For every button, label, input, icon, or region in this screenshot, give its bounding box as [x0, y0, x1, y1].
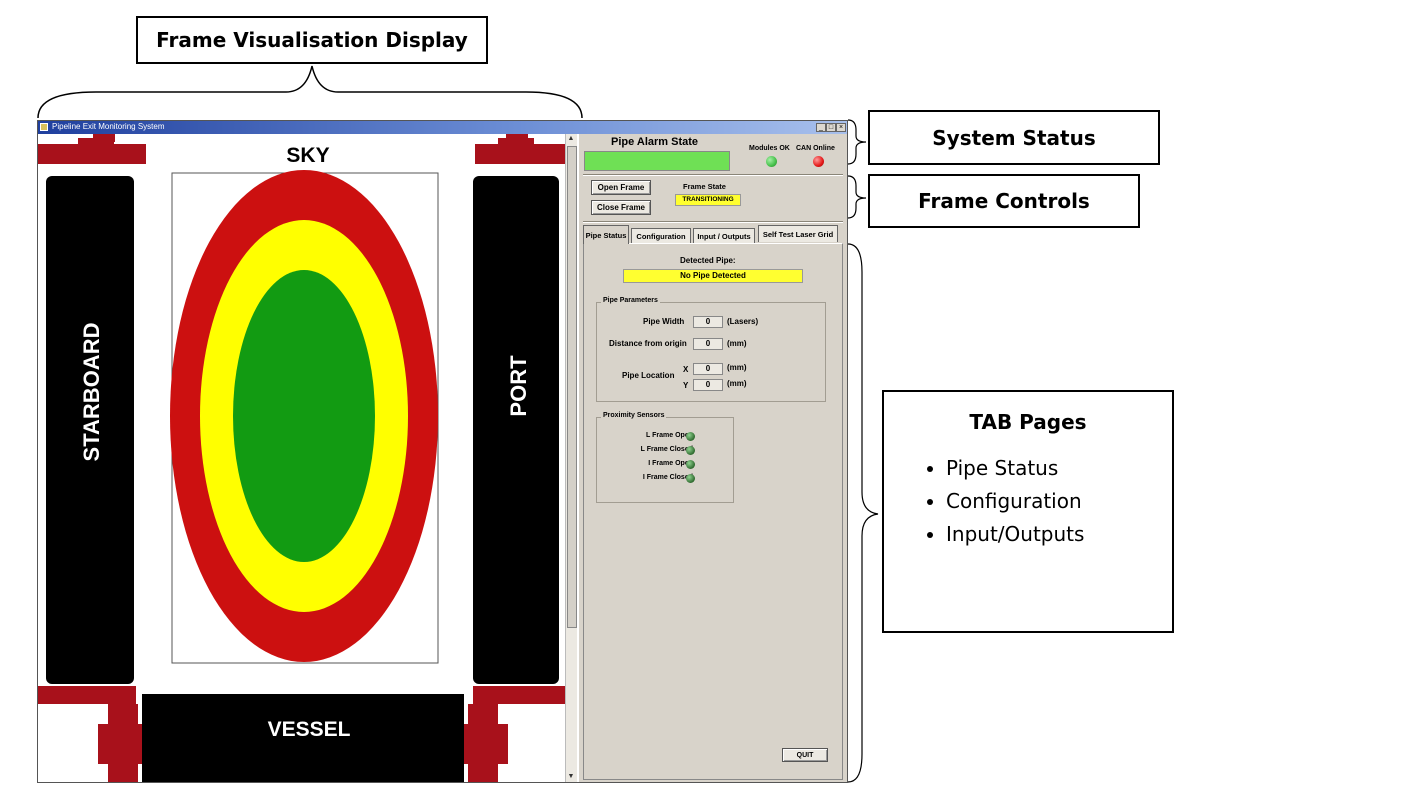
vertical-scrollbar[interactable]: ▲ ▼ [565, 134, 577, 782]
sensor-label: I Frame Open [648, 460, 693, 467]
maximize-button[interactable]: □ [826, 123, 836, 132]
tab-pages-item: Pipe Status [946, 452, 1084, 485]
pipe-location-y-field[interactable]: 0 [693, 379, 723, 391]
pipe-parameters-group: Pipe Parameters Pipe Width 0 (Lasers) Di… [596, 297, 826, 402]
tab-pages-list: Pipe Status Configuration Input/Outputs [924, 452, 1084, 551]
detected-pipe-value: No Pipe Detected [623, 269, 803, 283]
pipe-location-label: Pipe Location [622, 371, 675, 380]
sensor-led [686, 460, 695, 469]
separator [583, 221, 843, 223]
pipe-alarm-title: Pipe Alarm State [611, 136, 699, 148]
pipe-location-x-label: X [683, 365, 689, 374]
pipe-width-field[interactable]: 0 [693, 316, 723, 328]
close-button[interactable]: × [836, 123, 846, 132]
app-icon [40, 123, 48, 131]
sensor-led [686, 474, 695, 483]
pipe-parameters-title: Pipe Parameters [601, 297, 660, 304]
bracket-shape [475, 144, 565, 164]
modules-ok-label: Modules OK [749, 145, 790, 152]
frame-state-indicator: TRANSITIONING [675, 194, 741, 206]
tab-configuration[interactable]: Configuration [631, 228, 691, 244]
scroll-thumb[interactable] [567, 146, 577, 628]
sky-label: SKY [286, 144, 329, 167]
sensor-label: L Frame Open [646, 432, 693, 439]
window-titlebar[interactable]: Pipeline Exit Monitoring System _ □ × [38, 121, 847, 134]
brace-frame-controls [847, 175, 867, 219]
distance-unit: (mm) [727, 339, 747, 348]
app-window: Pipeline Exit Monitoring System _ □ × [37, 120, 848, 783]
tab-pages-title: TAB Pages [969, 410, 1087, 434]
vessel-block [142, 694, 464, 782]
pipe-alarm-indicator [584, 151, 730, 171]
bracket-shape [473, 686, 565, 704]
brace-tab-pages [847, 243, 879, 783]
bracket-top-right [475, 134, 565, 164]
bracket-shape [93, 134, 115, 142]
distance-from-origin-field[interactable]: 0 [693, 338, 723, 350]
pipe-location-x-field[interactable]: 0 [693, 363, 723, 375]
bracket-shape [38, 144, 146, 164]
tab-pipe-status[interactable]: Pipe Status [583, 225, 629, 244]
bracket-shape [460, 724, 508, 764]
sensor-label: I Frame Closed [642, 474, 693, 481]
tab-self-test-laser-grid[interactable]: Self Test Laser Grid [758, 225, 838, 242]
starboard-roller [46, 176, 134, 684]
pipe-location-y-label: Y [683, 381, 689, 390]
bracket-shape [38, 686, 136, 704]
pipe-location-x-unit: (mm) [727, 363, 747, 372]
scroll-down-arrow-icon[interactable]: ▼ [567, 773, 575, 780]
scroll-up-arrow-icon[interactable]: ▲ [567, 135, 575, 142]
window-title: Pipeline Exit Monitoring System [52, 122, 165, 131]
tab-input-outputs[interactable]: Input / Outputs [693, 228, 755, 244]
brace-frame-visualisation [37, 65, 583, 119]
proximity-sensors-group: Proximity Sensors L Frame Open L Frame C… [596, 412, 734, 503]
callout-system-status: System Status [868, 110, 1160, 165]
sensor-led [686, 446, 695, 455]
bracket-top-left [38, 134, 146, 164]
bracket-shape [506, 134, 528, 142]
callout-frame-visualisation: Frame Visualisation Display [136, 16, 488, 64]
port-roller [473, 176, 559, 684]
minimize-button[interactable]: _ [816, 123, 826, 132]
quit-button[interactable]: QUIT [782, 748, 828, 762]
frame-visualisation-graphic: SKY STARBOARD PORT VESSEL [38, 134, 565, 782]
can-online-label: CAN Online [796, 145, 835, 152]
modules-ok-led [766, 156, 777, 167]
open-frame-button[interactable]: Open Frame [591, 180, 651, 195]
frame-state-label: Frame State [683, 182, 726, 191]
distance-from-origin-label: Distance from origin [609, 339, 687, 348]
port-label: PORT [506, 355, 531, 417]
bracket-bottom-right [460, 686, 565, 782]
separator [583, 174, 843, 176]
close-frame-button[interactable]: Close Frame [591, 200, 651, 215]
tab-pages-item: Configuration [946, 485, 1084, 518]
vessel-label: VESSEL [268, 718, 351, 741]
target-inner-ellipse [233, 270, 375, 562]
sensor-label: L Frame Closed [640, 446, 693, 453]
starboard-label: STARBOARD [79, 323, 104, 462]
tab-pages-item: Input/Outputs [946, 518, 1084, 551]
proximity-sensors-title: Proximity Sensors [601, 412, 667, 419]
tab-page-pipe-status: Detected Pipe: No Pipe Detected Pipe Par… [583, 243, 843, 780]
brace-system-status [847, 119, 867, 165]
frame-visualisation: SKY STARBOARD PORT VESSEL [38, 134, 565, 782]
callout-tab-pages: TAB Pages Pipe Status Configuration Inpu… [882, 390, 1174, 633]
pipe-width-unit: (Lasers) [727, 317, 759, 326]
callout-frame-controls: Frame Controls [868, 174, 1140, 228]
pipe-width-label: Pipe Width [643, 317, 685, 326]
can-online-led [813, 156, 824, 167]
sensor-led [686, 432, 695, 441]
pipe-location-y-unit: (mm) [727, 379, 747, 388]
detected-pipe-label: Detected Pipe: [680, 256, 736, 265]
bracket-bottom-left [38, 686, 146, 782]
bracket-shape [98, 724, 146, 764]
control-panel: Pipe Alarm State Modules OK CAN Online O… [579, 134, 847, 782]
